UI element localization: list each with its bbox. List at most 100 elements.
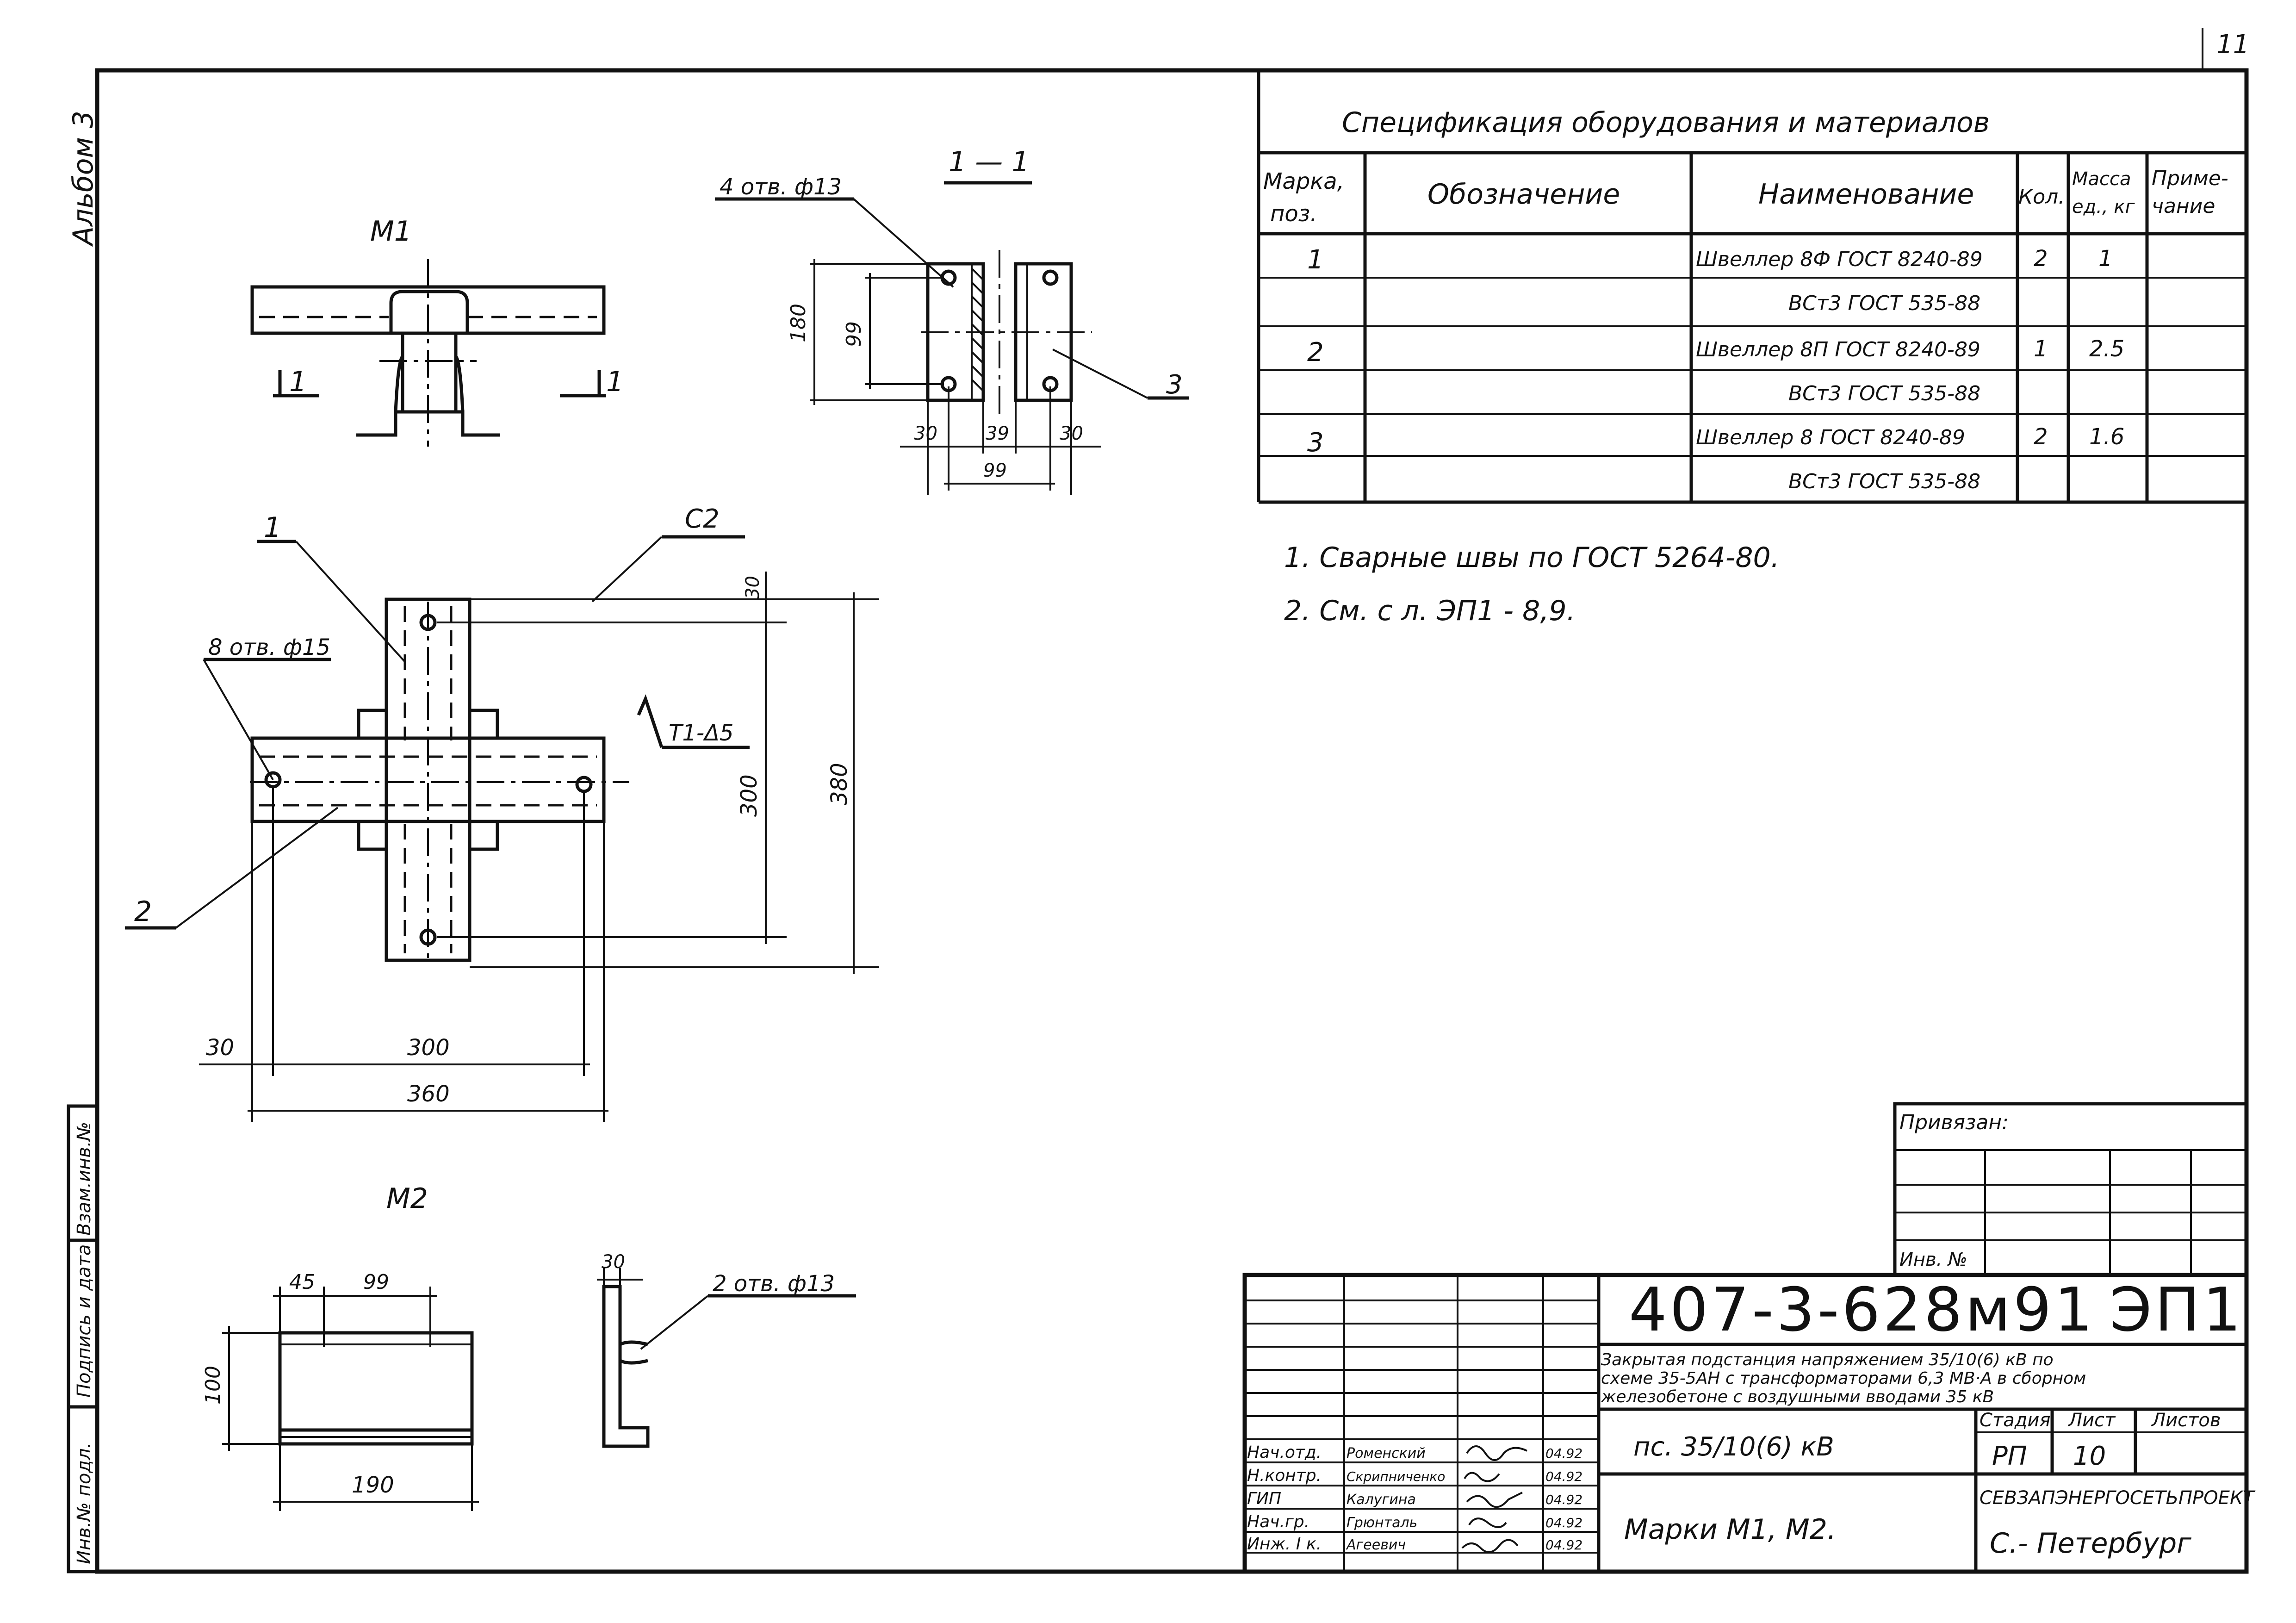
dim-380: 380 [826,763,852,805]
sig-4-date: 04.92 [1545,1515,1582,1530]
spec-row-1-qty: 2 [2034,246,2048,272]
spec-row-2-name: ВСт3 ГОСТ 535-88 [1788,292,1980,315]
sig-4-name: Грюнталь [1347,1515,1417,1531]
sig-3-role: ГИП [1247,1489,1281,1508]
spec-row-3-mark: 2 [1307,337,1324,367]
sig-3-date: 04.92 [1545,1492,1582,1507]
dim-190: 190 [352,1472,394,1498]
city-name: С.- Петербург [1990,1527,2191,1560]
inv-no-label: Инв. № [1899,1249,1967,1270]
sheet-label: Лист [2067,1410,2116,1431]
spec-row-1-mark: 1 [1307,245,1324,275]
weld-t1: Т1-Δ5 [669,720,734,746]
section-1-1: 1 — 1 4 отв. ф13 3 180 99 [715,146,1189,495]
dim-30-left: 30 [914,423,937,444]
spec-header-designation: Обозначение [1427,178,1620,211]
spec-header-mark-2: поз. [1270,201,1317,227]
dim-360: 360 [407,1081,450,1107]
side-stamp: Инв.№ подл. Подпись и дата Взам.инв.№ [67,1104,99,1573]
doc-suffix: ЭП1 [2110,1275,2244,1345]
spec-row-3-qty: 1 [2034,336,2048,362]
m1-elevation: М1 1 1 [250,215,624,447]
dim-300-vertical: 300 [736,774,762,817]
spec-header-mass-2: ед., кг [2072,196,2135,218]
dim-100: 100 [201,1366,225,1405]
sig-1-date: 04.92 [1545,1446,1582,1461]
dim-99-horizontal: 99 [983,460,1007,481]
project-line-1: Закрытая подстанция напряжением 35/10(6)… [1601,1350,2054,1369]
drawing-frame [95,68,2249,1574]
dim-39: 39 [986,423,1009,444]
spec-row-6-name: ВСт3 ГОСТ 535-88 [1788,470,1980,493]
sig-1-role: Нач.отд. [1247,1443,1322,1462]
signature-scribbles [1461,1445,1527,1553]
spec-header-mass-1: Масса [2072,168,2131,190]
sig-2-name: Скрипниченко [1347,1469,1445,1484]
pos-1: 1 [264,511,281,544]
spec-row-4-name: ВСт3 ГОСТ 535-88 [1788,382,1980,405]
page-number: 11 [2216,30,2249,60]
note-1: 1. Сварные швы по ГОСТ 5264-80. [1284,541,1780,574]
spec-header-name: Наименование [1758,178,1974,211]
holes-2-label: 2 отв. ф13 [713,1271,835,1297]
pos-2: 2 [134,895,152,928]
spec-row-1-mass: 1 [2098,246,2113,272]
sheets-label: Листов [2151,1410,2221,1431]
dim-99-m2: 99 [363,1270,389,1294]
spec-row-5-name: Швеллер 8 ГОСТ 8240-89 [1696,426,1965,449]
spec-row-3-name: Швеллер 8П ГОСТ 8240-89 [1696,338,1980,361]
spec-row-5-mass: 1.6 [2089,424,2124,450]
m1-cut-left: 1 [289,366,307,398]
sig-4-role: Нач.гр. [1247,1512,1309,1531]
object-name: пс. 35/10(6) кВ [1633,1432,1834,1462]
org-name: СЕВЗАПЭНЕРГОСЕТЬПРОЕКТ [1980,1487,2256,1509]
plan-view: 1 8 отв. ф15 2 С2 Т1-Δ5 30 300 380 30 30… [125,504,879,1122]
sig-3-name: Калугина [1347,1492,1416,1508]
spec-header-note-2: чание [2152,194,2215,218]
sig-5-date: 04.92 [1545,1537,1582,1553]
holes-8-label: 8 отв. ф15 [208,634,330,660]
dim-99-vertical: 99 [842,321,866,347]
spec-row-5-qty: 2 [2034,424,2048,450]
m1-cut-right: 1 [606,366,624,398]
spec-header-note-1: Приме- [2152,167,2228,190]
specification-table: Спецификация оборудования и материалов М… [1257,70,2246,504]
spec-header-qty: Кол. [2018,185,2065,209]
spec-row-3-mass: 2.5 [2089,336,2124,362]
pos-3: 3 [1166,370,1183,400]
dim-45: 45 [289,1270,315,1294]
spec-row-5-mark: 3 [1307,428,1324,458]
sig-2-role: Н.контр. [1247,1466,1322,1485]
m2-views: М2 45 99 100 190 30 2 отв. ф13 [201,1182,856,1511]
weld-c2: С2 [685,504,720,534]
stage-value: РП [1992,1441,2027,1471]
spec-title: Спецификация оборудования и материалов [1342,106,1990,139]
sheet-value: 10 [2073,1441,2106,1471]
m2-title: М2 [386,1182,428,1215]
sig-2-date: 04.92 [1545,1469,1582,1484]
side-stamp-inv: Инв.№ подл. [74,1443,95,1564]
side-stamp-replace: Взам.инв.№ [74,1122,95,1236]
dim-30-top: 30 [742,576,763,599]
sig-1-name: Роменский [1347,1445,1426,1461]
sig-5-name: Агеевич [1346,1537,1406,1553]
dim-30-m2: 30 [602,1251,625,1273]
dim-300-horizontal: 300 [407,1035,450,1061]
dim-180: 180 [787,304,810,342]
m1-title: М1 [370,215,412,248]
attached-label: Привязан: [1899,1111,2009,1134]
album-label: Альбом 3 [67,111,99,247]
doc-code: 407-3-628м91 [1629,1275,2095,1345]
title-block: Привязан: Инв. № 407-3-628м91 ЭП1 Закрыт… [1242,1102,2256,1574]
spec-row-1-name: Швеллер 8Ф ГОСТ 8240-89 [1696,248,1983,271]
project-line-3: железобетоне с воздушными вводами 35 кВ [1601,1387,1994,1406]
sheet-name: Марки М1, М2. [1624,1513,1836,1546]
note-2: 2. См. с л. ЭП1 - 8,9. [1284,595,1576,627]
stage-label: Стадия [1980,1410,2050,1431]
spec-header-mark-1: Марка, [1263,168,1344,194]
project-line-2: схеме 35-5АН с трансформаторами 6,3 МВ·А… [1601,1369,2086,1388]
section-label: 1 — 1 [949,146,1030,178]
dim-30-bottom: 30 [206,1035,234,1061]
dim-30-right: 30 [1060,423,1083,444]
